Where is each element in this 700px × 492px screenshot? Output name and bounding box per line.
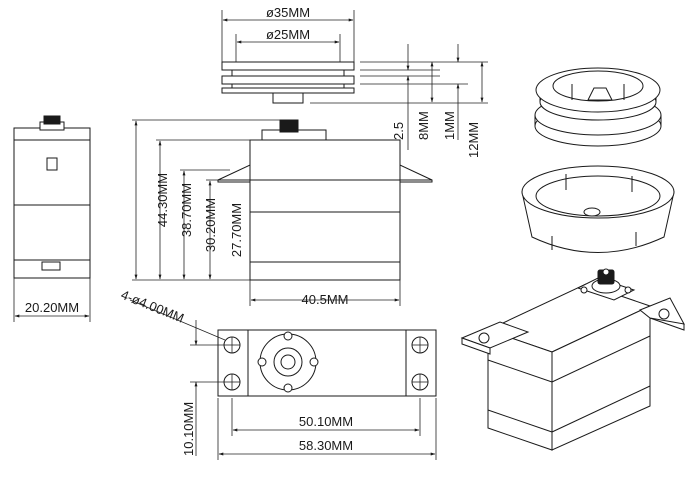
- servo-isometric: [460, 268, 685, 451]
- servo-left-side-view: 20.20MM: [13, 115, 91, 322]
- horn-cup-isometric: [521, 165, 675, 253]
- outer-diameter-label: ø35MM: [266, 5, 310, 20]
- flange-bottom-height-label: 27.70MM: [229, 203, 244, 257]
- pulley-isometric: [534, 67, 662, 147]
- inner-diameter-label: ø25MM: [266, 27, 310, 42]
- pulley-height-dims: 2.5 8MM 1MM 12MM: [310, 44, 488, 158]
- mount-holes-label: 4-ø4.00MM: [119, 287, 186, 326]
- side-thickness-label: 20.20MM: [25, 300, 79, 315]
- body-width-label: 40.5MM: [302, 292, 349, 307]
- front-height-dims: 44.30MM 38.70MM 30.20MM 27.70MM: [132, 119, 280, 281]
- hole-spacing-label: 50.10MM: [299, 414, 353, 429]
- hub-label: 8MM: [416, 111, 431, 140]
- pulley-side-view: ø35MM ø25MM: [221, 5, 355, 104]
- shaft-height-label: 38.70MM: [179, 183, 194, 237]
- flange-label: 1MM: [442, 111, 457, 140]
- servo-front-view: 40.5MM: [217, 119, 433, 307]
- groove-label: 2.5: [391, 122, 406, 140]
- flange-top-height-label: 30.20MM: [203, 198, 218, 252]
- total-height-label: 44.30MM: [155, 173, 170, 227]
- flange-length-label: 58.30MM: [299, 438, 353, 453]
- pulley-height-label: 12MM: [466, 122, 481, 158]
- servo-top-view: 4-ø4.00MM 50.10MM 58.30MM 10.10MM: [119, 287, 437, 460]
- hole-pitch-label: 10.10MM: [181, 402, 196, 456]
